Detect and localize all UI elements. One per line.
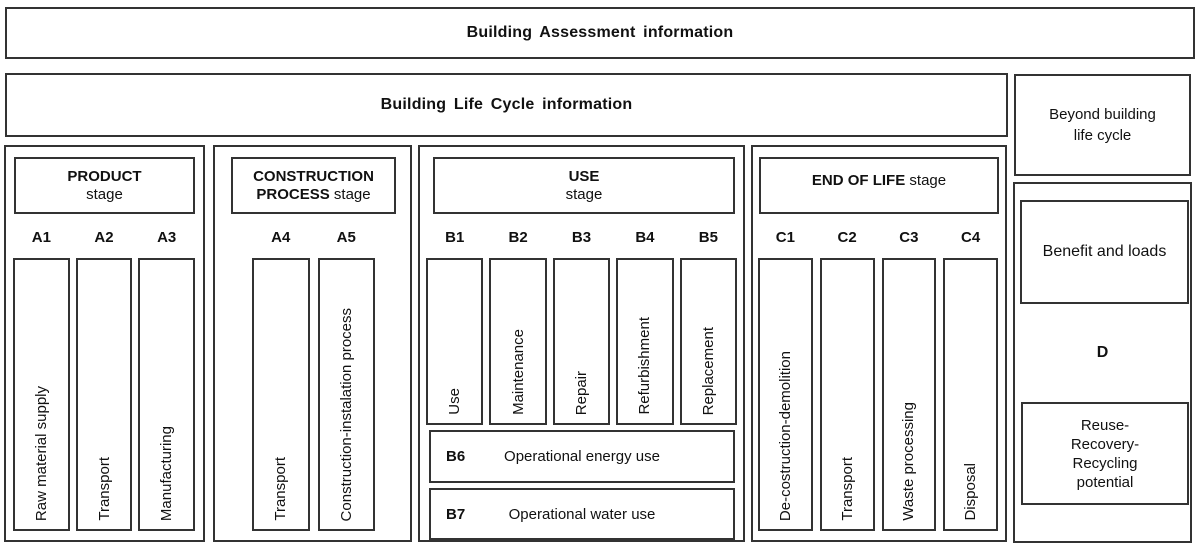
construction-stage-title-line2-rest: stage bbox=[333, 185, 371, 203]
column-a4-label: Transport bbox=[272, 457, 290, 521]
beyond-building-line2: life cycle bbox=[1073, 127, 1132, 144]
code-b4: B4 bbox=[635, 229, 655, 246]
column-a1-label: Raw material supply bbox=[32, 385, 50, 521]
building-assessment-title: Building Assessment information bbox=[466, 24, 734, 41]
construction-codes-row: A4 A5 bbox=[252, 229, 375, 246]
column-c4-label: Disposal bbox=[962, 463, 980, 521]
row-b6: B6 Operational energy use bbox=[429, 430, 735, 483]
reuse-line-2: Recovery- bbox=[1070, 435, 1140, 453]
code-c1: C1 bbox=[775, 229, 795, 246]
use-stage-group: USE stage B1 B2 B3 B4 B5 Use Maintenance… bbox=[418, 145, 745, 542]
product-stage-group: PRODUCT stage A1 A2 A3 Raw material supp… bbox=[4, 145, 205, 542]
reuse-line-3: Recycling bbox=[1072, 454, 1138, 472]
column-a5-label: Construction-instalation process bbox=[337, 307, 355, 521]
end-of-life-columns: De-costruction-demolition Transport Wast… bbox=[758, 258, 998, 531]
column-c3: Waste processing bbox=[881, 258, 937, 531]
product-stage-header: PRODUCT stage bbox=[14, 157, 195, 214]
column-a3: Manufacturing bbox=[138, 258, 196, 531]
construction-stage-header: CONSTRUCTION PROCESS stage bbox=[231, 157, 396, 214]
column-b1-label: Use bbox=[446, 388, 464, 415]
column-c4: Disposal bbox=[943, 258, 998, 531]
column-b4-label: Refurbishment bbox=[636, 317, 654, 415]
column-a4: Transport bbox=[252, 258, 310, 531]
end-of-life-stage-group: END OF LIFE stage C1 C2 C3 C4 De-costruc… bbox=[751, 145, 1007, 542]
module-d-section: Benefit and loads D Reuse- Recovery- Rec… bbox=[1013, 182, 1192, 543]
code-a5: A5 bbox=[336, 229, 356, 246]
code-b3: B3 bbox=[571, 229, 592, 246]
reuse-recovery-recycling-box: Reuse- Recovery- Recycling potential bbox=[1021, 402, 1189, 505]
product-stage-subtitle: stage bbox=[86, 185, 123, 203]
code-a2: A2 bbox=[94, 229, 114, 246]
code-b6: B6 bbox=[446, 448, 466, 465]
use-stage-header: USE stage bbox=[433, 157, 735, 214]
column-a3-label: Manufacturing bbox=[158, 425, 176, 521]
code-a3: A3 bbox=[157, 229, 177, 246]
row-b6-label: Operational energy use bbox=[504, 448, 660, 465]
column-b5: Replacement bbox=[679, 258, 738, 425]
column-c2-label: Transport bbox=[838, 457, 856, 521]
column-c1: De-costruction-demolition bbox=[758, 258, 813, 531]
use-stage-subtitle: stage bbox=[565, 185, 603, 203]
end-of-life-codes-row: C1 C2 C3 C4 bbox=[758, 229, 998, 246]
building-assessment-banner: Building Assessment information bbox=[5, 7, 1195, 59]
building-lifecycle-banner: Building Life Cycle information bbox=[5, 73, 1008, 137]
use-columns: Use Maintenance Repair Refurbishment Rep… bbox=[426, 258, 738, 425]
construction-columns: Transport Construction-instalation proce… bbox=[252, 258, 375, 531]
end-of-life-stage-header: END OF LIFE stage bbox=[759, 157, 999, 214]
beyond-building-box: Beyond building life cycle bbox=[1014, 74, 1191, 176]
construction-stage-title-line1: CONSTRUCTION bbox=[253, 167, 374, 185]
product-stage-title: PRODUCT bbox=[67, 167, 142, 185]
column-a5: Construction-instalation process bbox=[317, 258, 375, 531]
column-b1: Use bbox=[426, 258, 484, 425]
building-lifecycle-title: Building Life Cycle information bbox=[380, 96, 633, 113]
column-b2-label: Maintenance bbox=[509, 329, 527, 415]
code-b1: B1 bbox=[445, 229, 465, 246]
column-b4: Refurbishment bbox=[616, 258, 674, 425]
module-d-label: D bbox=[1096, 344, 1109, 361]
column-b2: Maintenance bbox=[489, 258, 547, 425]
benefit-and-loads-box: Benefit and loads bbox=[1020, 200, 1189, 304]
use-codes-row: B1 B2 B3 B4 B5 bbox=[426, 229, 737, 246]
benefit-and-loads-label: Benefit and loads bbox=[1042, 243, 1167, 260]
end-of-life-stage-title: END OF LIFE bbox=[811, 172, 906, 189]
column-b5-label: Replacement bbox=[699, 326, 717, 415]
row-b7-label: Operational water use bbox=[508, 505, 656, 523]
row-b7: B7 Operational water use bbox=[429, 488, 735, 540]
beyond-building-line1: Beyond building bbox=[1049, 106, 1156, 123]
column-a2-label: Transport bbox=[95, 457, 113, 521]
code-c4: C4 bbox=[961, 229, 981, 246]
reuse-line-1: Reuse- bbox=[1080, 416, 1130, 434]
reuse-line-4: potential bbox=[1076, 473, 1134, 491]
code-c2: C2 bbox=[837, 229, 857, 246]
end-of-life-stage-subtitle: stage bbox=[909, 172, 947, 189]
product-columns: Raw material supply Transport Manufactur… bbox=[13, 258, 196, 531]
code-a4: A4 bbox=[271, 229, 291, 246]
column-a1: Raw material supply bbox=[13, 258, 70, 531]
code-b7: B7 bbox=[446, 505, 466, 523]
column-b3: Repair bbox=[552, 258, 611, 425]
use-stage-title: USE bbox=[568, 167, 600, 185]
construction-stage-group: CONSTRUCTION PROCESS stage A4 A5 Transpo… bbox=[213, 145, 412, 542]
column-c1-label: De-costruction-demolition bbox=[776, 350, 794, 521]
code-b2: B2 bbox=[508, 229, 528, 246]
column-b3-label: Repair bbox=[573, 370, 591, 415]
column-c3-label: Waste processing bbox=[900, 402, 918, 521]
product-codes-row: A1 A2 A3 bbox=[13, 229, 195, 246]
code-a1: A1 bbox=[31, 229, 51, 246]
column-c2: Transport bbox=[819, 258, 875, 531]
construction-stage-title-line2-bold: PROCESS bbox=[256, 185, 330, 203]
column-a2: Transport bbox=[75, 258, 133, 531]
code-c3: C3 bbox=[899, 229, 919, 246]
code-b5: B5 bbox=[698, 229, 718, 246]
